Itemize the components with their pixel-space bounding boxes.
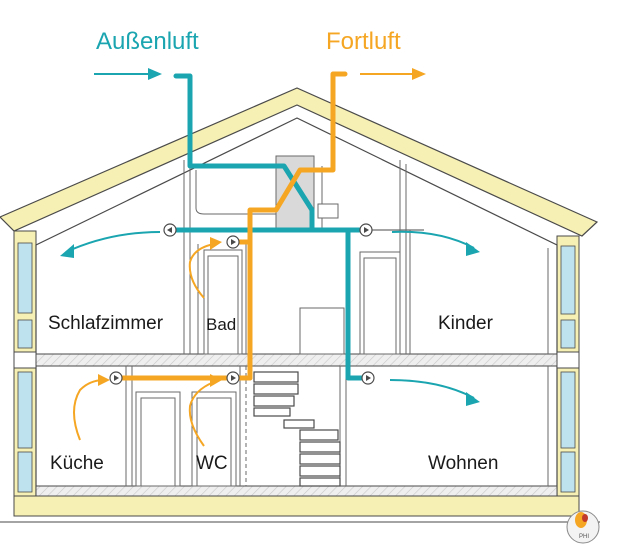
supply-arrowheads bbox=[60, 242, 480, 406]
staircase bbox=[253, 371, 341, 487]
ventilation-unit-box bbox=[317, 203, 339, 219]
windows-left bbox=[17, 242, 33, 493]
room-label-bath: Bad bbox=[206, 315, 237, 334]
attic-frame bbox=[195, 166, 323, 230]
phi-logo: PHI bbox=[566, 510, 600, 544]
ceiling-slab-edge-right bbox=[556, 351, 580, 369]
doors bbox=[135, 249, 401, 487]
exhaust-air-arrow bbox=[360, 68, 426, 80]
exhaust-air-label: Fortluft bbox=[326, 28, 401, 55]
outdoor-air-arrow bbox=[94, 68, 162, 80]
windows-right bbox=[560, 245, 576, 493]
extract-arrowheads bbox=[98, 237, 222, 387]
valve-markers bbox=[114, 227, 371, 381]
room-label-wc: WC bbox=[196, 453, 228, 474]
svg-text:PHI: PHI bbox=[579, 534, 589, 540]
room-label-bedroom: Schlafzimmer bbox=[48, 313, 164, 334]
outdoor-air-label: Außenluft bbox=[96, 28, 199, 55]
interior-outline bbox=[35, 117, 558, 496]
ground-slab bbox=[35, 485, 558, 497]
extract-arrows bbox=[73, 243, 215, 447]
ceiling-slab bbox=[35, 353, 558, 367]
ceiling-slab-edge-left bbox=[13, 351, 37, 369]
floor-insulation bbox=[13, 495, 580, 517]
room-label-living: Wohnen bbox=[428, 453, 499, 474]
room-label-kitchen: Küche bbox=[50, 453, 104, 474]
room-label-kids: Kinder bbox=[438, 313, 493, 334]
